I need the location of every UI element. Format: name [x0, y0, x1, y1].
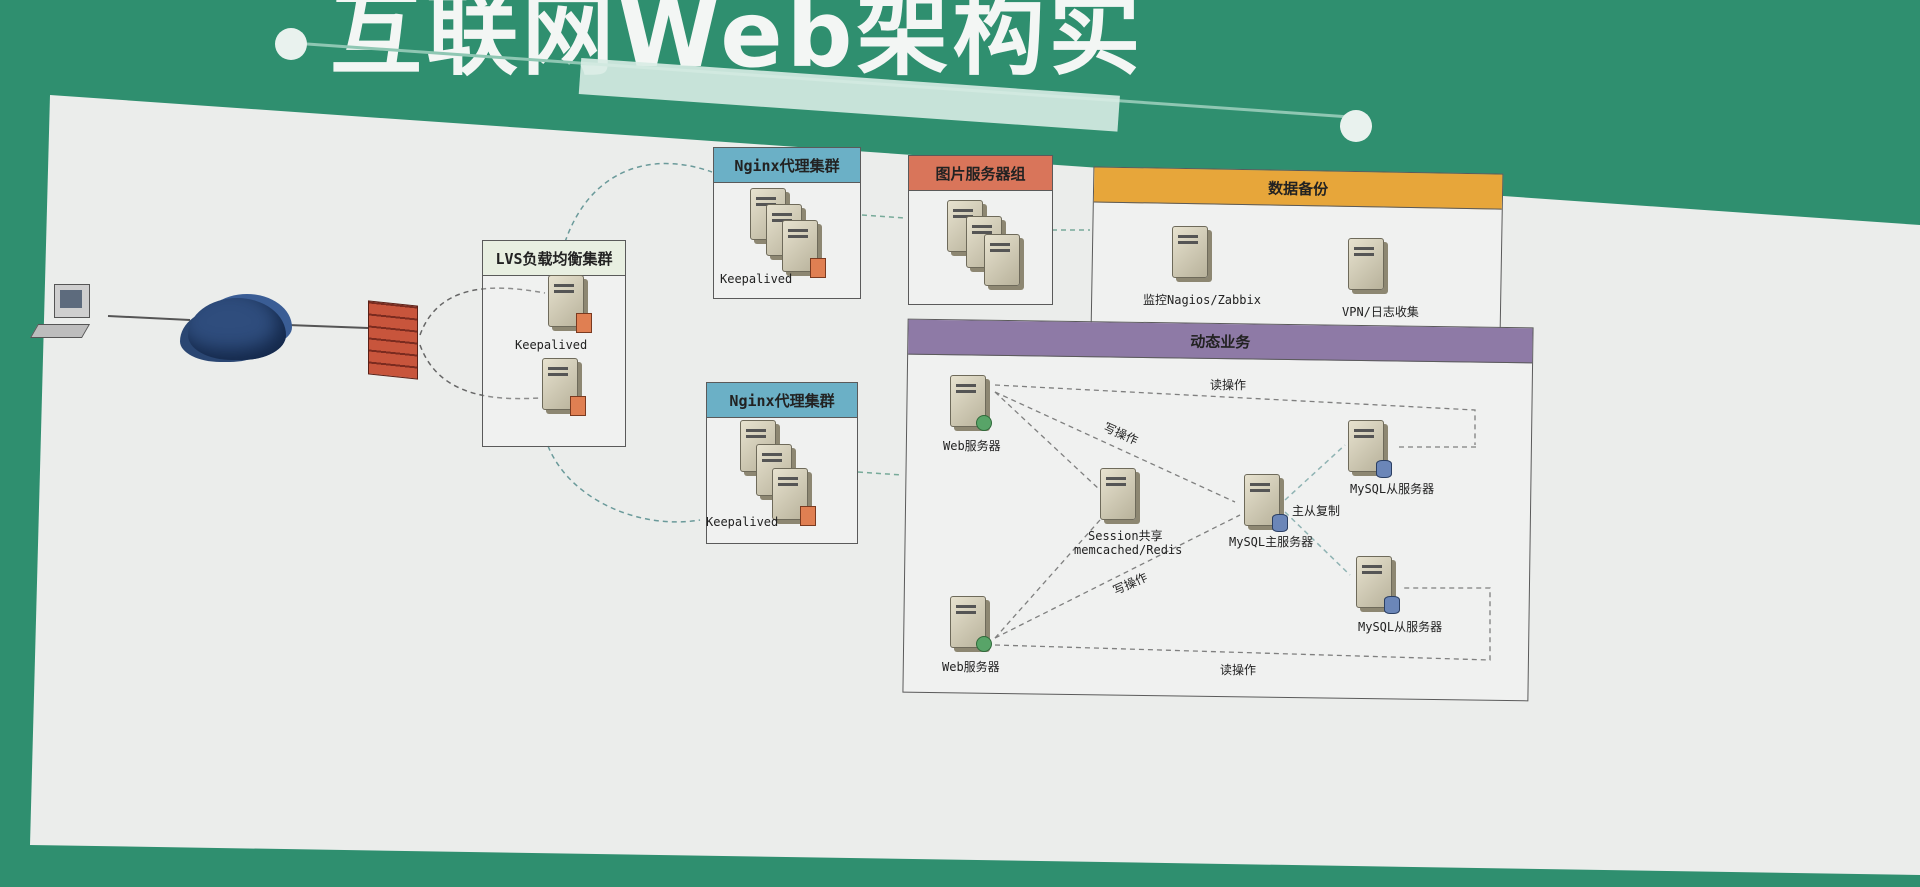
mysql-slave-2 [1356, 556, 1400, 614]
web-server-2 [950, 596, 992, 654]
nginx-bottom-server-3 [772, 468, 816, 526]
lvs-server-1 [548, 275, 592, 333]
web-server-1-label: Web服务器 [943, 439, 1001, 453]
vpn-label: VPN/日志收集 [1342, 305, 1419, 319]
lvs-cluster-group: LVS负载均衡集群 [482, 240, 626, 447]
firewall-icon [368, 300, 418, 380]
mysql-slave-1 [1348, 420, 1392, 478]
lvs-cluster-title: LVS负载均衡集群 [483, 241, 625, 276]
read-bottom-label: 读操作 [1220, 663, 1257, 677]
monitor-server [1172, 226, 1214, 284]
lvs-server-2 [542, 358, 586, 416]
client-computer-icon [29, 284, 100, 344]
nginx-top-keepalived-label: Keepalived [720, 272, 793, 286]
web-server-2-label: Web服务器 [942, 660, 1000, 674]
decorative-dot [1340, 110, 1372, 142]
nginx-top-server-3 [782, 220, 826, 278]
mysql-master-server [1244, 474, 1288, 532]
nginx-bottom-title: Nginx代理集群 [707, 383, 857, 418]
mysql-slave-2-label: MySQL从服务器 [1358, 620, 1443, 634]
dynamic-business-title: 动态业务 [908, 319, 1533, 364]
vpn-server [1348, 238, 1390, 296]
image-server-3 [984, 234, 1026, 292]
data-backup-title: 数据备份 [1093, 167, 1503, 210]
session-label: Session共享 [1088, 529, 1163, 543]
internet-cloud-icon [188, 298, 286, 360]
web-server-1 [950, 375, 992, 433]
monitor-label: 监控Nagios/Zabbix [1143, 293, 1261, 307]
nginx-top-title: Nginx代理集群 [714, 148, 860, 183]
mysql-slave-1-label: MySQL从服务器 [1350, 482, 1435, 496]
image-server-title: 图片服务器组 [909, 156, 1052, 191]
replication-label: 主从复制 [1292, 504, 1341, 518]
read-top-label: 读操作 [1210, 378, 1247, 392]
memcached-label: memcached/Redis [1074, 543, 1183, 557]
decorative-dot [275, 28, 307, 60]
data-backup-group: 数据备份 [1090, 166, 1504, 336]
nginx-bottom-keepalived-label: Keepalived [706, 515, 779, 529]
mysql-master-label: MySQL主服务器 [1229, 535, 1314, 549]
lvs-keepalived-label: Keepalived [515, 338, 588, 352]
session-server [1100, 468, 1142, 526]
